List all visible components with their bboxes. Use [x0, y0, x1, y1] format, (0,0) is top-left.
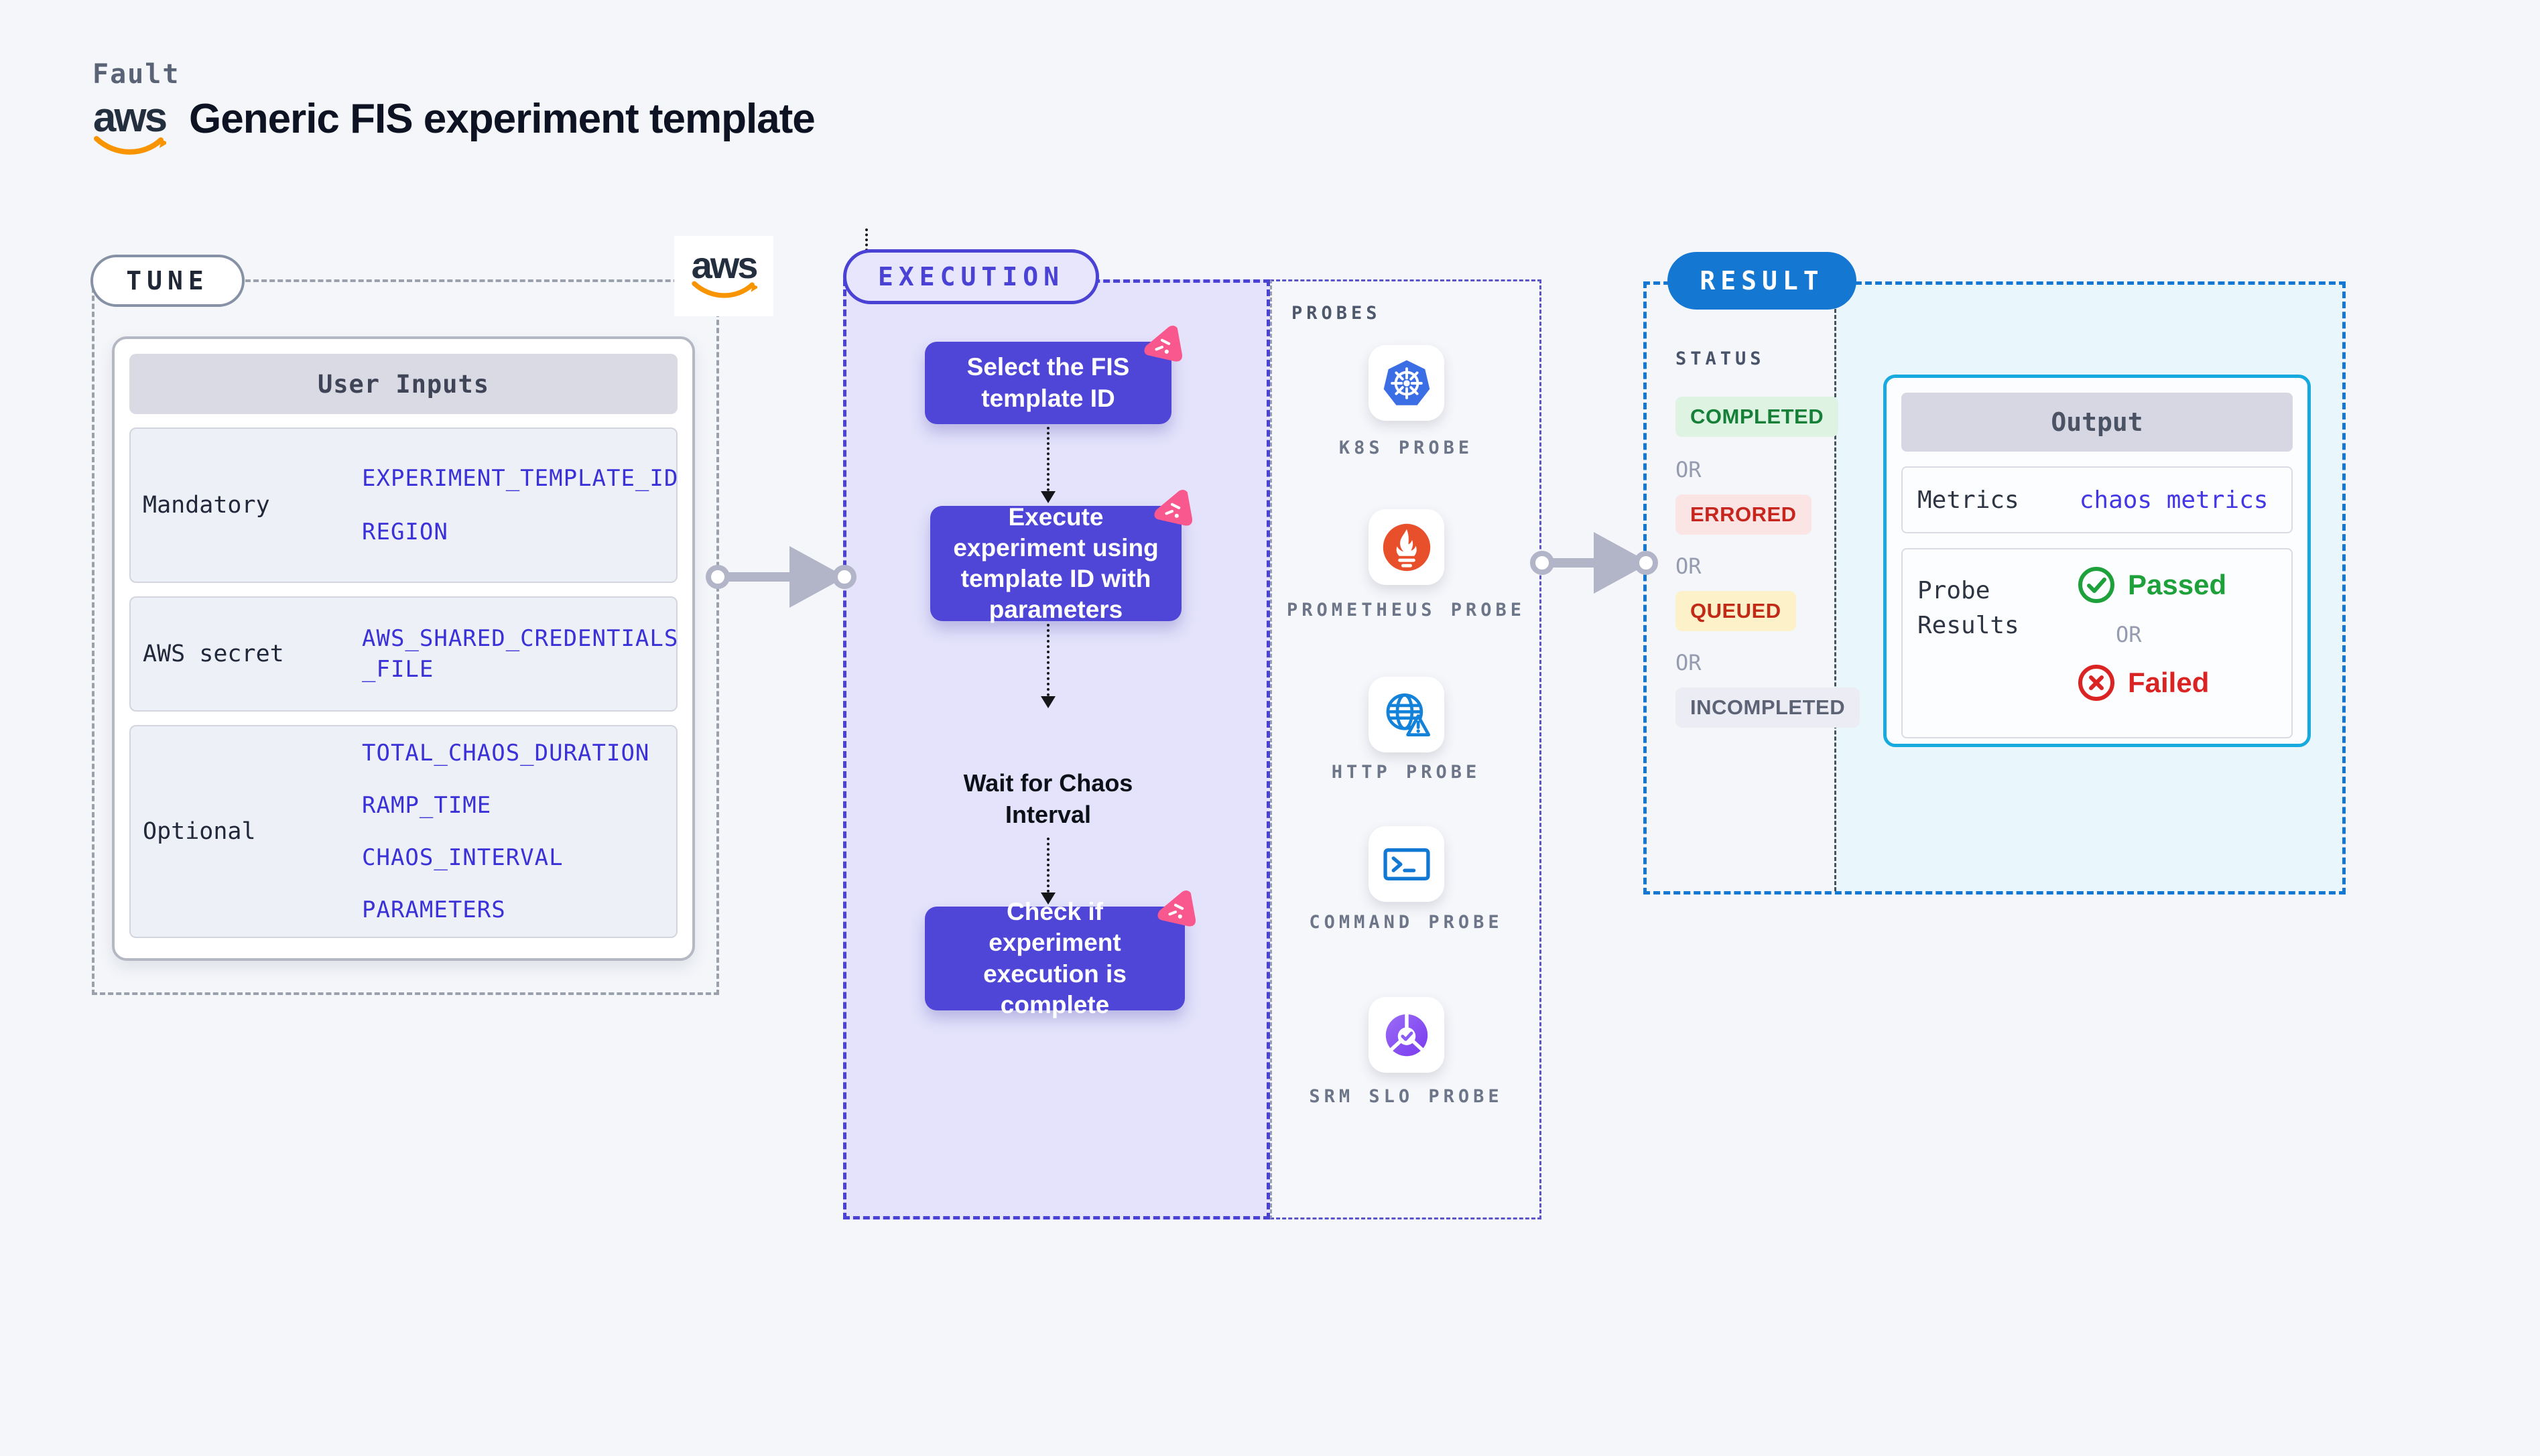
- status-queued-badge: QUEUED: [1675, 591, 1796, 631]
- passed-check-icon: [2078, 567, 2114, 603]
- failed-text: Failed: [2128, 667, 2210, 698]
- aws-swoosh-icon: [94, 135, 166, 155]
- probe-label: COMMAND PROBE: [1309, 912, 1503, 933]
- or-text: OR: [1675, 553, 1702, 579]
- chaos-experiment-icon: [1154, 490, 1192, 526]
- status-incompleted-badge: INCOMPLETED: [1675, 687, 1860, 728]
- status-errored-badge: ERRORED: [1675, 494, 1812, 535]
- step-label: Execute experiment using template ID wit…: [953, 503, 1159, 624]
- prometheus-icon: [1383, 523, 1430, 571]
- or-text: OR: [1675, 650, 1702, 675]
- http-globe-warning-icon: [1386, 693, 1430, 736]
- passed-text: Passed: [2128, 569, 2227, 600]
- probe-card-srm-slo: [1369, 997, 1444, 1073]
- kubernetes-icon: [1383, 360, 1430, 405]
- result-pill: RESULT: [1667, 252, 1856, 310]
- input-variable: TOTAL_CHAOS_DURATION: [362, 740, 650, 767]
- arrow-line: [1551, 558, 1598, 568]
- input-variable: CHAOS_INTERVAL: [362, 844, 564, 871]
- step-label: Select the FIS template ID: [966, 353, 1130, 412]
- chaos-experiment-icon: [1157, 890, 1196, 927]
- input-variable: PARAMETERS: [362, 897, 506, 923]
- aws-swoosh-icon: [692, 281, 757, 298]
- tune-pill: TUNE: [90, 255, 245, 307]
- fault-brand: Fault: [92, 59, 180, 90]
- input-variable: AWS_SHARED_CREDENTIALS: [362, 625, 679, 652]
- probe-card-command: [1369, 826, 1444, 902]
- probe-card-http: [1369, 677, 1444, 752]
- row-label: Mandatory: [143, 492, 270, 519]
- dotted-arrowhead-icon: [1041, 696, 1056, 708]
- row-label: AWS secret: [143, 641, 284, 667]
- input-variable: EXPERIMENT_TEMPLATE_ID: [362, 465, 679, 492]
- dotted-connector: [1047, 624, 1050, 696]
- input-variable: REGION: [362, 519, 448, 545]
- output-card: Output Metrics chaos metrics Probe Resul…: [1883, 375, 2311, 747]
- probe-label: K8S PROBE: [1338, 438, 1474, 458]
- metrics-row: Metrics chaos metrics: [1901, 466, 2293, 533]
- failed-x-icon: [2078, 665, 2114, 701]
- or-text: OR: [2116, 622, 2142, 647]
- execution-section: [843, 279, 1270, 1219]
- passed-result: Passed: [2077, 566, 2226, 604]
- slo-donut-check-icon: [1385, 1012, 1427, 1056]
- terminal-icon: [1383, 848, 1430, 880]
- aws-logo-text: aws: [92, 94, 168, 141]
- metrics-label: Metrics: [1917, 486, 2019, 514]
- probe-results-row: Probe Results Passed OR Failed: [1901, 548, 2293, 738]
- arrow-start-circle: [706, 565, 730, 589]
- step-check-complete: Check if experiment execution is complet…: [925, 890, 1196, 1018]
- tune-aws-logo: aws: [674, 236, 773, 316]
- metrics-value: chaos metrics: [2079, 486, 2269, 514]
- probes-label: PROBES: [1291, 303, 1381, 324]
- dotted-arrowhead-icon: [1041, 892, 1056, 905]
- status-label: STATUS: [1675, 348, 1765, 369]
- step-label: Wait for Chaos Interval: [963, 769, 1133, 828]
- probe-results-label: Probe Results: [1917, 577, 2019, 640]
- probe-label: SRM SLO PROBE: [1309, 1086, 1503, 1107]
- dotted-arrowhead-icon: [1041, 491, 1056, 503]
- aws-logo: aws: [92, 94, 168, 160]
- aws-logo-text: aws: [691, 244, 759, 287]
- probe-label: PROMETHEUS PROBE: [1286, 600, 1526, 620]
- tune-section: [92, 279, 719, 995]
- arrow-end-circle: [1634, 551, 1658, 575]
- arrow-end-circle: [832, 565, 856, 589]
- input-variable: _FILE: [362, 656, 434, 683]
- arrow-start-circle: [1530, 551, 1554, 575]
- page-title: Generic FIS experiment template: [189, 96, 816, 142]
- arrow-line: [727, 572, 794, 582]
- output-header: Output: [1901, 393, 2293, 452]
- input-row-mandatory: Mandatory EXPERIMENT_TEMPLATE_ID REGION: [129, 427, 678, 583]
- execution-top-dotted-stub: [865, 228, 868, 251]
- step-execute-experiment: Execute experiment using template ID wit…: [930, 490, 1192, 623]
- status-completed-badge: COMPLETED: [1675, 397, 1839, 437]
- row-label: Optional: [143, 818, 256, 845]
- probe-card-k8s: [1369, 345, 1444, 421]
- execution-pill: EXECUTION: [843, 249, 1099, 304]
- input-variable: RAMP_TIME: [362, 792, 492, 819]
- chaos-experiment-icon: [1144, 326, 1182, 362]
- step-select-template: Select the FIS template ID: [925, 326, 1182, 424]
- dotted-connector: [1047, 838, 1050, 892]
- probe-label: HTTP PROBE: [1331, 762, 1481, 783]
- failed-result: Failed: [2077, 663, 2209, 702]
- dotted-connector: [1047, 427, 1050, 491]
- input-row-optional: Optional TOTAL_CHAOS_DURATION RAMP_TIME …: [129, 725, 678, 938]
- probe-card-prometheus: [1369, 509, 1444, 585]
- step-label: Check if experiment execution is complet…: [983, 898, 1127, 1018]
- input-row-aws-secret: AWS secret AWS_SHARED_CREDENTIALS _FILE: [129, 596, 678, 712]
- user-inputs-header: User Inputs: [129, 354, 678, 414]
- user-inputs-card: User Inputs Mandatory EXPERIMENT_TEMPLAT…: [112, 336, 695, 961]
- or-text: OR: [1675, 457, 1702, 482]
